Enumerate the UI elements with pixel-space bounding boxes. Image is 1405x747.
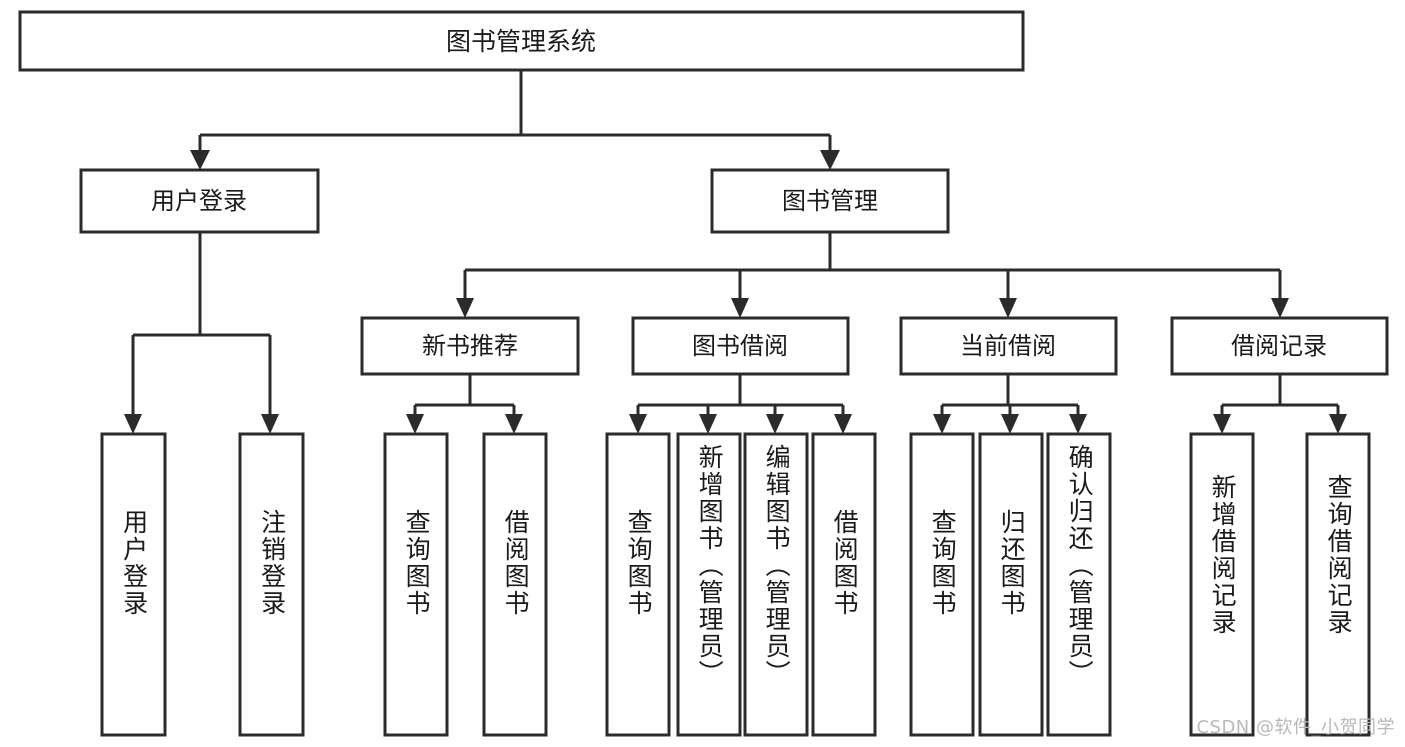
leaf-borrow-book-2-box[interactable] xyxy=(811,432,877,737)
node-user-login[interactable]: 用户登录 xyxy=(79,168,320,234)
leaf-add-book-box[interactable] xyxy=(676,432,742,737)
leaf-add-record-box[interactable] xyxy=(1189,432,1255,737)
arrow-leaf-add-book xyxy=(699,414,717,434)
arrow-borrow-record xyxy=(1271,298,1289,318)
watermark: CSDN @软件_小贺同学 xyxy=(1196,717,1395,738)
node-current-borrow[interactable]: 当前借阅 xyxy=(899,316,1118,376)
node-borrow-record[interactable]: 借阅记录 xyxy=(1170,316,1389,376)
arrow-leaf-borrow-book-1 xyxy=(505,414,523,434)
node-root[interactable]: 图书管理系统 xyxy=(18,10,1025,72)
arrow-leaf-borrow-book-2 xyxy=(834,414,852,434)
current-borrow-box[interactable] xyxy=(899,316,1118,376)
arrow-leaf-user-login xyxy=(124,414,142,434)
leaf-borrow-book-1-box[interactable] xyxy=(482,432,548,737)
book-borrow-label: 图书借阅 xyxy=(692,332,788,360)
arrow-book-manage xyxy=(820,150,840,170)
book-borrow-box[interactable] xyxy=(631,316,850,376)
edges-layer xyxy=(124,70,1347,434)
arrow-leaf-confirm-return xyxy=(1069,414,1087,434)
arrow-user-login xyxy=(190,150,210,170)
leaf-boxes-layer xyxy=(100,432,1371,737)
user-login-box[interactable] xyxy=(79,168,320,234)
book-manage-box[interactable] xyxy=(710,168,950,234)
root-box[interactable] xyxy=(18,10,1025,72)
book-manage-label: 图书管理 xyxy=(782,187,878,215)
arrow-leaf-query-book-2 xyxy=(629,414,647,434)
new-book-recommend-box[interactable] xyxy=(360,316,580,376)
leaf-return-book-box[interactable] xyxy=(978,432,1044,737)
arrow-leaf-edit-book xyxy=(766,414,784,434)
arrow-leaf-query-book-3 xyxy=(933,414,951,434)
current-borrow-label: 当前借阅 xyxy=(960,332,1056,360)
borrow-record-box[interactable] xyxy=(1170,316,1389,376)
leaf-confirm-return-box[interactable] xyxy=(1046,432,1112,737)
arrow-leaf-user-logout xyxy=(261,414,279,434)
arrow-new-book-recommend xyxy=(456,298,474,318)
leaf-query-book-1-box[interactable] xyxy=(383,432,449,737)
leaf-edit-book-box[interactable] xyxy=(743,432,809,737)
arrow-current-borrow xyxy=(999,298,1017,318)
user-login-label: 用户登录 xyxy=(151,187,247,215)
leaf-user-logout-box[interactable] xyxy=(238,432,305,737)
node-book-manage[interactable]: 图书管理 xyxy=(710,168,950,234)
new-book-recommend-label: 新书推荐 xyxy=(422,332,518,360)
leaf-query-record-box[interactable] xyxy=(1305,432,1371,737)
root-label: 图书管理系统 xyxy=(446,27,596,56)
borrow-record-label: 借阅记录 xyxy=(1231,332,1327,360)
arrow-leaf-add-record xyxy=(1213,414,1231,434)
node-book-borrow[interactable]: 图书借阅 xyxy=(631,316,850,376)
arrow-book-borrow xyxy=(731,298,749,318)
leaf-user-login-box[interactable] xyxy=(100,432,167,737)
arrow-leaf-query-record xyxy=(1329,414,1347,434)
node-new-book-recommend[interactable]: 新书推荐 xyxy=(360,316,580,376)
arrow-leaf-return-book xyxy=(1001,414,1019,434)
leaf-query-book-2-box[interactable] xyxy=(605,432,671,737)
arrow-leaf-query-book-1 xyxy=(406,414,424,434)
leaf-query-book-3-box[interactable] xyxy=(909,432,975,737)
